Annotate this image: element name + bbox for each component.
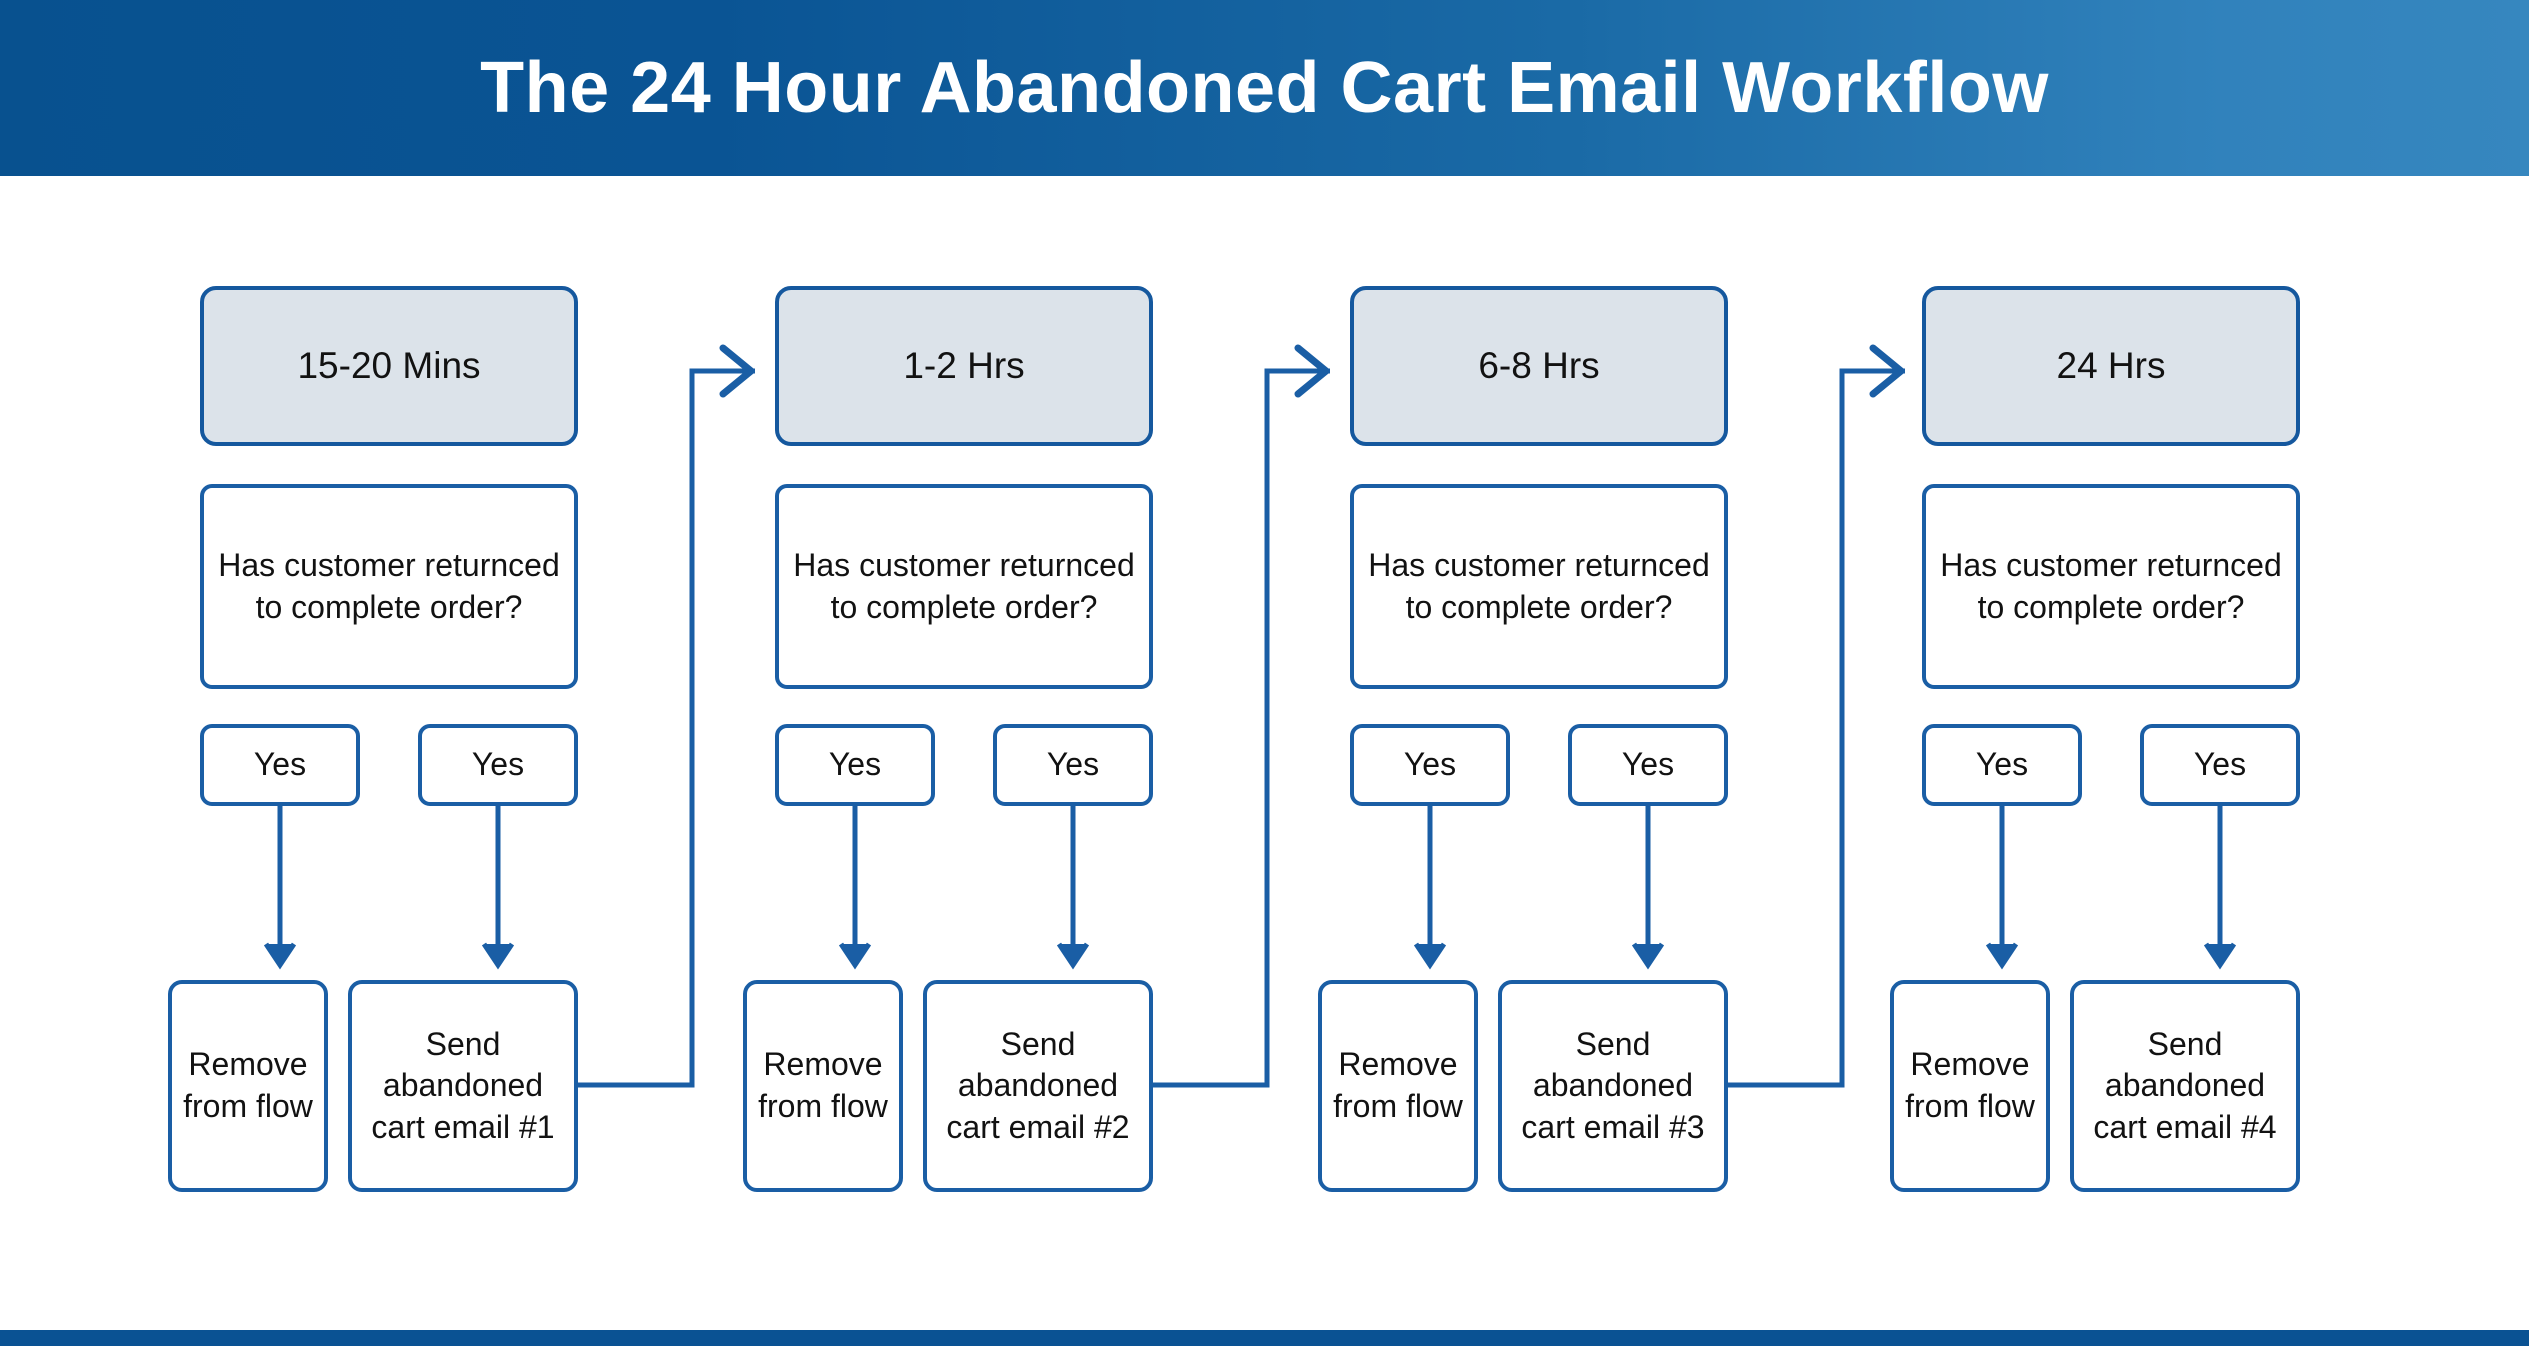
page-title: The 24 Hour Abandoned Cart Email Workflo… xyxy=(480,48,2049,128)
yes-box-right-stage-4[interactable]: Yes xyxy=(2140,724,2300,806)
action-remove-from-flow-stage-3[interactable]: Remove from flow xyxy=(1318,980,1478,1192)
yes-box-left-stage-4[interactable]: Yes xyxy=(1922,724,2082,806)
footer-bar xyxy=(0,1330,2529,1346)
yes-box-left-stage-2[interactable]: Yes xyxy=(775,724,935,806)
timing-box-stage-4[interactable]: 24 Hrs xyxy=(1922,286,2300,446)
action-send-email-stage-2[interactable]: Send abandoned cart email #2 xyxy=(923,980,1153,1192)
yes-box-left-stage-1[interactable]: Yes xyxy=(200,724,360,806)
stage-column-3: 6-8 Hrs Has customer returnced to comple… xyxy=(1318,176,1910,1330)
timing-box-stage-3[interactable]: 6-8 Hrs xyxy=(1350,286,1728,446)
question-box-stage-3[interactable]: Has customer returnced to complete order… xyxy=(1350,484,1728,689)
stage-column-2: 1-2 Hrs Has customer returnced to comple… xyxy=(743,176,1335,1330)
timing-box-stage-1[interactable]: 15-20 Mins xyxy=(200,286,578,446)
stage-column-4: 24 Hrs Has customer returnced to complet… xyxy=(1890,176,2482,1330)
action-send-email-stage-3[interactable]: Send abandoned cart email #3 xyxy=(1498,980,1728,1192)
action-send-email-stage-1[interactable]: Send abandoned cart email #1 xyxy=(348,980,578,1192)
action-remove-from-flow-stage-1[interactable]: Remove from flow xyxy=(168,980,328,1192)
question-box-stage-4[interactable]: Has customer returnced to complete order… xyxy=(1922,484,2300,689)
workflow-diagram: 15-20 Mins Has customer returnced to com… xyxy=(0,176,2529,1330)
action-send-email-stage-4[interactable]: Send abandoned cart email #4 xyxy=(2070,980,2300,1192)
header-bar: The 24 Hour Abandoned Cart Email Workflo… xyxy=(0,0,2529,176)
yes-box-right-stage-3[interactable]: Yes xyxy=(1568,724,1728,806)
action-remove-from-flow-stage-4[interactable]: Remove from flow xyxy=(1890,980,2050,1192)
yes-box-left-stage-3[interactable]: Yes xyxy=(1350,724,1510,806)
action-remove-from-flow-stage-2[interactable]: Remove from flow xyxy=(743,980,903,1192)
yes-box-right-stage-2[interactable]: Yes xyxy=(993,724,1153,806)
stage-column-1: 15-20 Mins Has customer returnced to com… xyxy=(168,176,760,1330)
timing-box-stage-2[interactable]: 1-2 Hrs xyxy=(775,286,1153,446)
question-box-stage-1[interactable]: Has customer returnced to complete order… xyxy=(200,484,578,689)
question-box-stage-2[interactable]: Has customer returnced to complete order… xyxy=(775,484,1153,689)
yes-box-right-stage-1[interactable]: Yes xyxy=(418,724,578,806)
